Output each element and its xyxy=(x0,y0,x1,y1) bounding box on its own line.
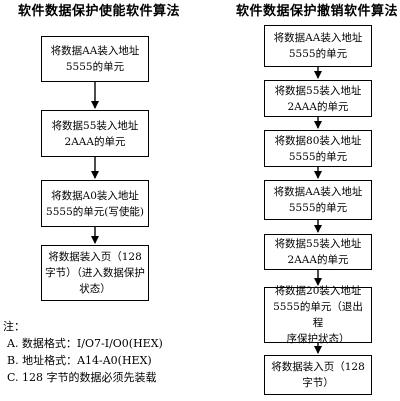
left-step-3: 将数据A0装入地址 5555的单元(写使能) xyxy=(41,180,149,227)
note-item-b: B. 地址格式：A14-A0(HEX) xyxy=(7,354,152,367)
left-diagram-title: 软件数据保护使能软件算法 xyxy=(18,4,181,19)
left-step-4-text: 将数据装入页（128 字节）（进入数据保护 状态） xyxy=(45,251,145,295)
left-step-4: 将数据装入页（128 字节）（进入数据保护 状态） xyxy=(41,245,149,301)
right-step-2: 将数据55装入地址 2AAA的单元 xyxy=(264,80,372,117)
right-diagram-title: 软件数据保护撤销软件算法 xyxy=(236,4,399,19)
notes-section: 注： A. 数据格式：I/O7-I/O0(HEX) B. 地址格式：A14-A0… xyxy=(3,318,163,386)
left-step-3-text: 将数据A0装入地址 5555的单元(写使能) xyxy=(46,189,144,218)
note-item-a: A. 数据格式：I/O7-I/O0(HEX) xyxy=(7,337,163,350)
right-step-4: 将数据AA装入地址 5555的单元 xyxy=(264,180,372,220)
right-step-7-text: 将数据装入页（128 字节） xyxy=(271,361,365,389)
right-step-5-text: 将数据55装入地址 2AAA的单元 xyxy=(274,238,362,266)
right-step-2-text: 将数据55装入地址 2AAA的单元 xyxy=(274,84,362,113)
right-step-6-text: 将数据20装入地址 5555的单元（退出程 序保护状态） xyxy=(273,285,363,345)
left-step-1: 将数据AA装入地址 5555的单元 xyxy=(41,36,149,82)
right-step-7: 将数据装入页（128 字节） xyxy=(264,355,372,395)
left-step-2: 将数据55装入地址 2AAA的单元 xyxy=(41,110,149,157)
left-step-2-text: 将数据55装入地址 2AAA的单元 xyxy=(51,119,139,148)
right-step-3-text: 将数据80装入地址 5555的单元 xyxy=(274,134,362,163)
right-step-1-text: 将数据AA装入地址 5555的单元 xyxy=(273,32,363,60)
right-step-1: 将数据AA装入地址 5555的单元 xyxy=(264,25,372,67)
notes-heading: 注： xyxy=(3,320,25,333)
right-step-3: 将数据80装入地址 5555的单元 xyxy=(264,130,372,167)
note-item-c: C. 128 字节的数据必须先装载 xyxy=(7,371,157,384)
right-step-5: 将数据55装入地址 2AAA的单元 xyxy=(264,234,372,270)
right-step-6: 将数据20装入地址 5555的单元（退出程 序保护状态） xyxy=(264,285,372,345)
left-step-1-text: 将数据AA装入地址 5555的单元 xyxy=(50,45,140,73)
right-step-4-text: 将数据AA装入地址 5555的单元 xyxy=(273,186,363,214)
